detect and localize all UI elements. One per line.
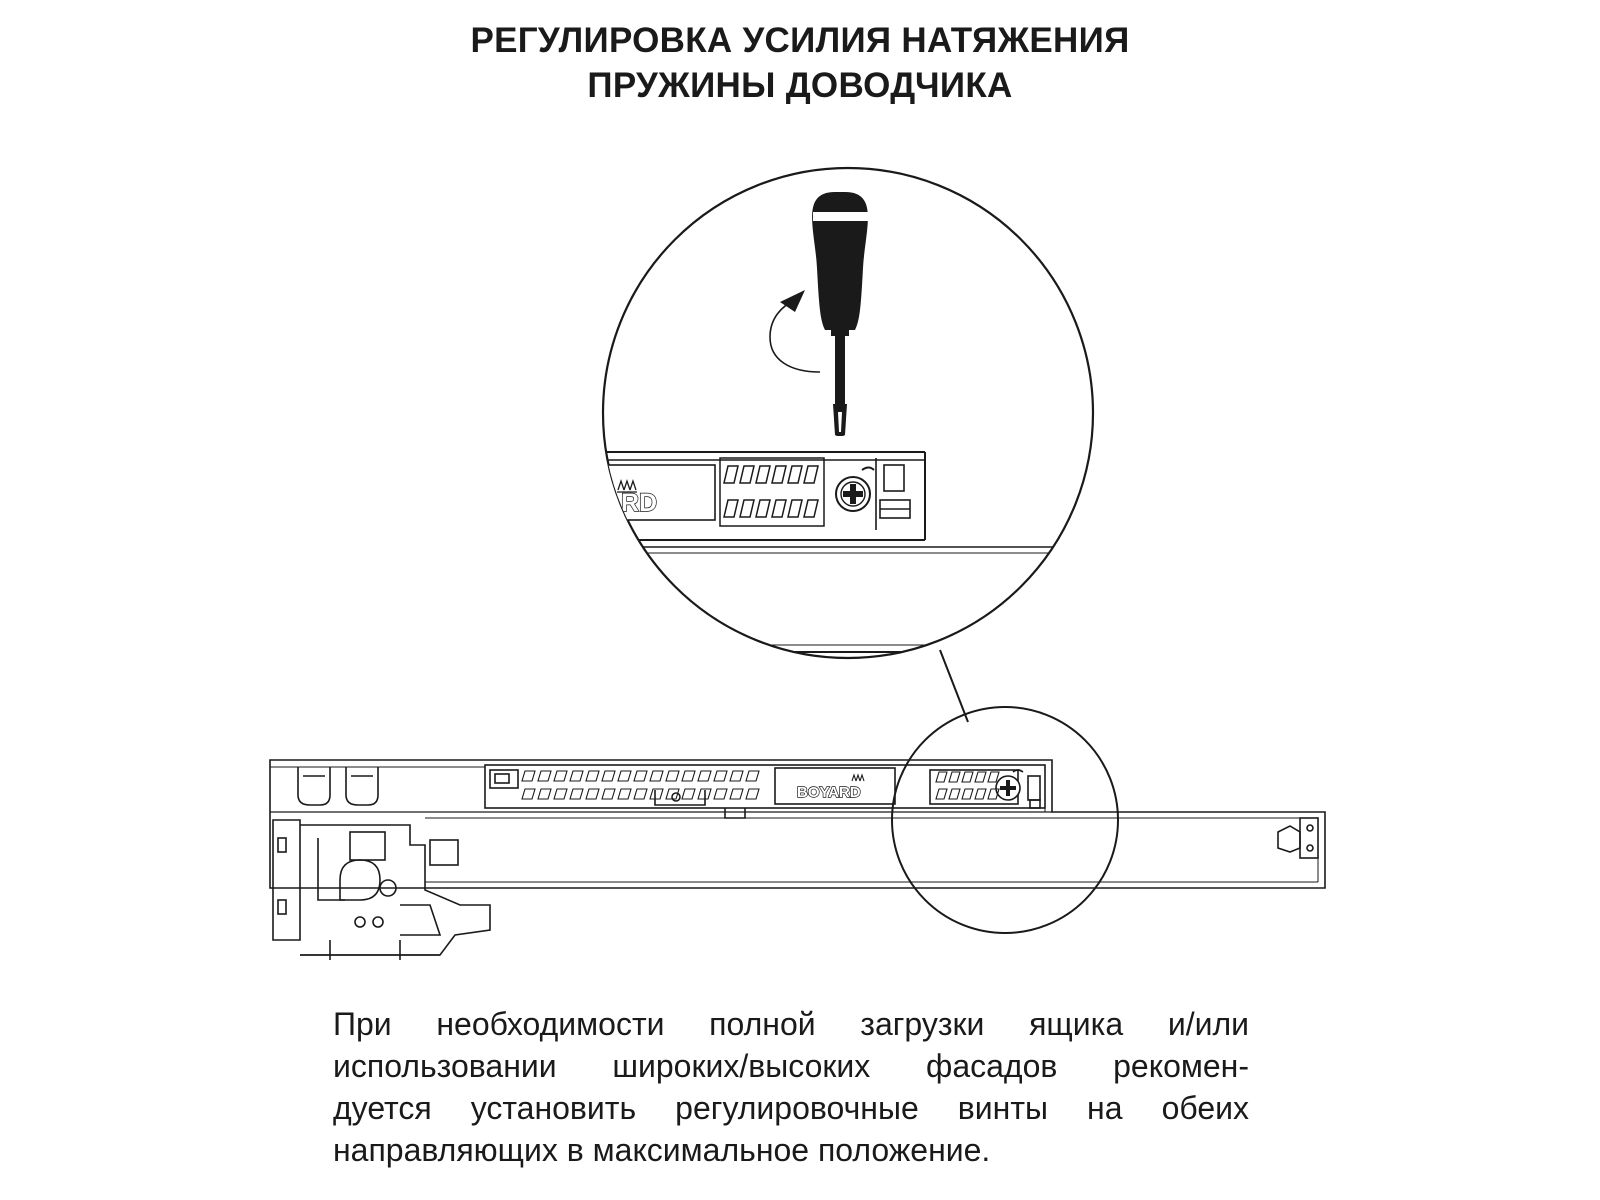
spring-slot bbox=[649, 770, 664, 782]
description-line-2: использовании широких/высоких фасадов ре… bbox=[333, 1048, 1249, 1084]
spring-slot bbox=[803, 499, 819, 518]
spring-slot bbox=[935, 771, 948, 783]
spring-slot bbox=[987, 771, 1000, 783]
screwdriver-icon bbox=[812, 192, 868, 436]
spring-slot bbox=[723, 499, 739, 518]
spring-slot bbox=[755, 499, 771, 518]
spring-slot bbox=[729, 788, 744, 800]
spring-slot bbox=[961, 788, 974, 800]
zoom-callout: RD bbox=[601, 166, 1095, 660]
spring-slot bbox=[723, 465, 739, 484]
spring-slot bbox=[771, 499, 787, 518]
spring-slot bbox=[948, 788, 961, 800]
spring-slot bbox=[739, 499, 755, 518]
spring-slot bbox=[739, 465, 755, 484]
spring-slot bbox=[974, 788, 987, 800]
spring-slot bbox=[633, 770, 648, 782]
spring-slot bbox=[803, 465, 819, 484]
spring-slot bbox=[521, 770, 536, 782]
spring-slot bbox=[521, 788, 536, 800]
spring-slot bbox=[569, 770, 584, 782]
spring-slot bbox=[787, 465, 803, 484]
spring-slot bbox=[713, 788, 728, 800]
spring-slot bbox=[771, 465, 787, 484]
boyard-crown-logo bbox=[617, 478, 637, 493]
title-line-2: ПРУЖИНЫ ДОВОДЧИКА bbox=[587, 66, 1013, 105]
spring-slot bbox=[617, 770, 632, 782]
spring-slot bbox=[633, 788, 648, 800]
spring-slot bbox=[681, 770, 696, 782]
zoomed-rail: RD bbox=[603, 451, 1093, 653]
spring-slot bbox=[697, 788, 712, 800]
description-line-4: направляющих в максимальное положение. bbox=[333, 1132, 991, 1168]
spring-slots-zoom bbox=[723, 465, 819, 518]
spring-slot bbox=[665, 788, 680, 800]
spring-slot bbox=[948, 771, 961, 783]
spring-slot bbox=[537, 788, 552, 800]
spring-slot bbox=[755, 465, 771, 484]
spring-slot bbox=[617, 788, 632, 800]
spring-slot bbox=[787, 499, 803, 518]
spring-slots-main bbox=[521, 770, 1000, 800]
rotation-arrow-icon bbox=[769, 290, 821, 373]
spring-slot bbox=[537, 770, 552, 782]
description-text: При необходимости полной загрузки ящика … bbox=[333, 1003, 1249, 1171]
spring-slot bbox=[961, 771, 974, 783]
callout-leader bbox=[939, 649, 969, 723]
spring-slot bbox=[585, 788, 600, 800]
description-line-3: дуется установить регулировочные винты н… bbox=[333, 1090, 1249, 1126]
title-line-1: РЕГУЛИРОВКА УСИЛИЯ НАТЯЖЕНИЯ bbox=[470, 21, 1130, 60]
zoom-circle bbox=[601, 166, 1095, 660]
spring-slot bbox=[649, 788, 664, 800]
spring-slot bbox=[665, 770, 680, 782]
spring-slot bbox=[585, 770, 600, 782]
brand-label-zoom: RD bbox=[621, 489, 657, 517]
spring-slot bbox=[713, 770, 728, 782]
spring-slot bbox=[697, 770, 712, 782]
page-title: РЕГУЛИРОВКА УСИЛИЯ НАТЯЖЕНИЯ ПРУЖИНЫ ДОВ… bbox=[0, 18, 1600, 108]
spring-slot bbox=[729, 770, 744, 782]
brand-label-main: BOYARD bbox=[797, 784, 861, 801]
spring-slot bbox=[935, 788, 948, 800]
spring-slot bbox=[569, 788, 584, 800]
phillips-screw-icon bbox=[835, 466, 875, 512]
spring-slot bbox=[745, 770, 760, 782]
spring-slot bbox=[745, 788, 760, 800]
detail-marker-circle bbox=[891, 706, 1119, 934]
spring-slot bbox=[601, 788, 616, 800]
spring-slot bbox=[553, 770, 568, 782]
spring-slot bbox=[553, 788, 568, 800]
boyard-crown-logo-main bbox=[851, 773, 865, 782]
description-line-1: При необходимости полной загрузки ящика … bbox=[333, 1006, 1249, 1042]
spring-slot bbox=[974, 771, 987, 783]
spring-slot bbox=[987, 788, 1000, 800]
spring-slot bbox=[681, 788, 696, 800]
spring-slot bbox=[601, 770, 616, 782]
